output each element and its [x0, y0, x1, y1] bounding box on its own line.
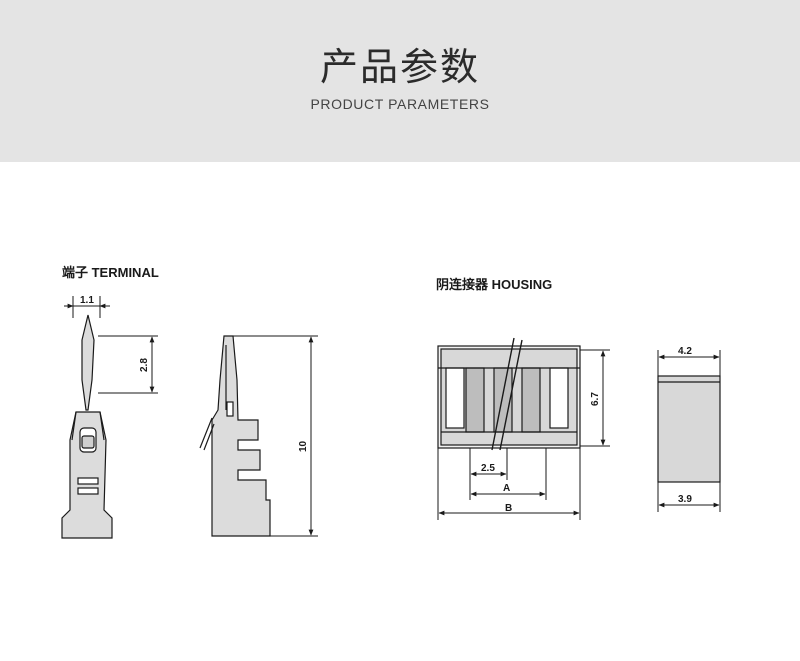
terminal-tip-dim — [98, 335, 158, 394]
dim-terminal-tip: 2.8 — [139, 358, 150, 372]
dim-terminal-width: 1.1 — [80, 295, 94, 306]
housing-top-width-dim — [657, 350, 721, 376]
page-subtitle: PRODUCT PARAMETERS — [310, 96, 490, 112]
terminal-length-dim — [228, 335, 318, 537]
terminal-width-dim — [64, 296, 110, 318]
dim-terminal-length: 10 — [298, 440, 309, 452]
terminal-front-view — [61, 314, 113, 539]
dim-housing-a: A — [503, 483, 510, 494]
dim-housing-bottom-width: 3.9 — [678, 494, 692, 505]
dim-housing-height: 6.7 — [590, 392, 601, 406]
dim-housing-b: B — [505, 503, 512, 514]
terminal-side-view — [199, 335, 271, 537]
dim-housing-pitch: 2.5 — [481, 463, 495, 474]
housing-bottom-width-dim — [657, 482, 721, 512]
dim-housing-top-width: 4.2 — [678, 346, 692, 357]
housing-front-view — [437, 337, 581, 451]
terminal-label: 端子 TERMINAL — [62, 265, 159, 280]
page-title: 产品参数 — [319, 45, 480, 89]
housing-height-dim — [580, 349, 610, 447]
housing-label: 阴连接器 HOUSING — [436, 277, 553, 292]
header-banner: 产品参数 PRODUCT PARAMETERS — [0, 0, 800, 162]
housing-side-view — [657, 375, 721, 483]
housing-pitch-dim — [437, 448, 581, 520]
